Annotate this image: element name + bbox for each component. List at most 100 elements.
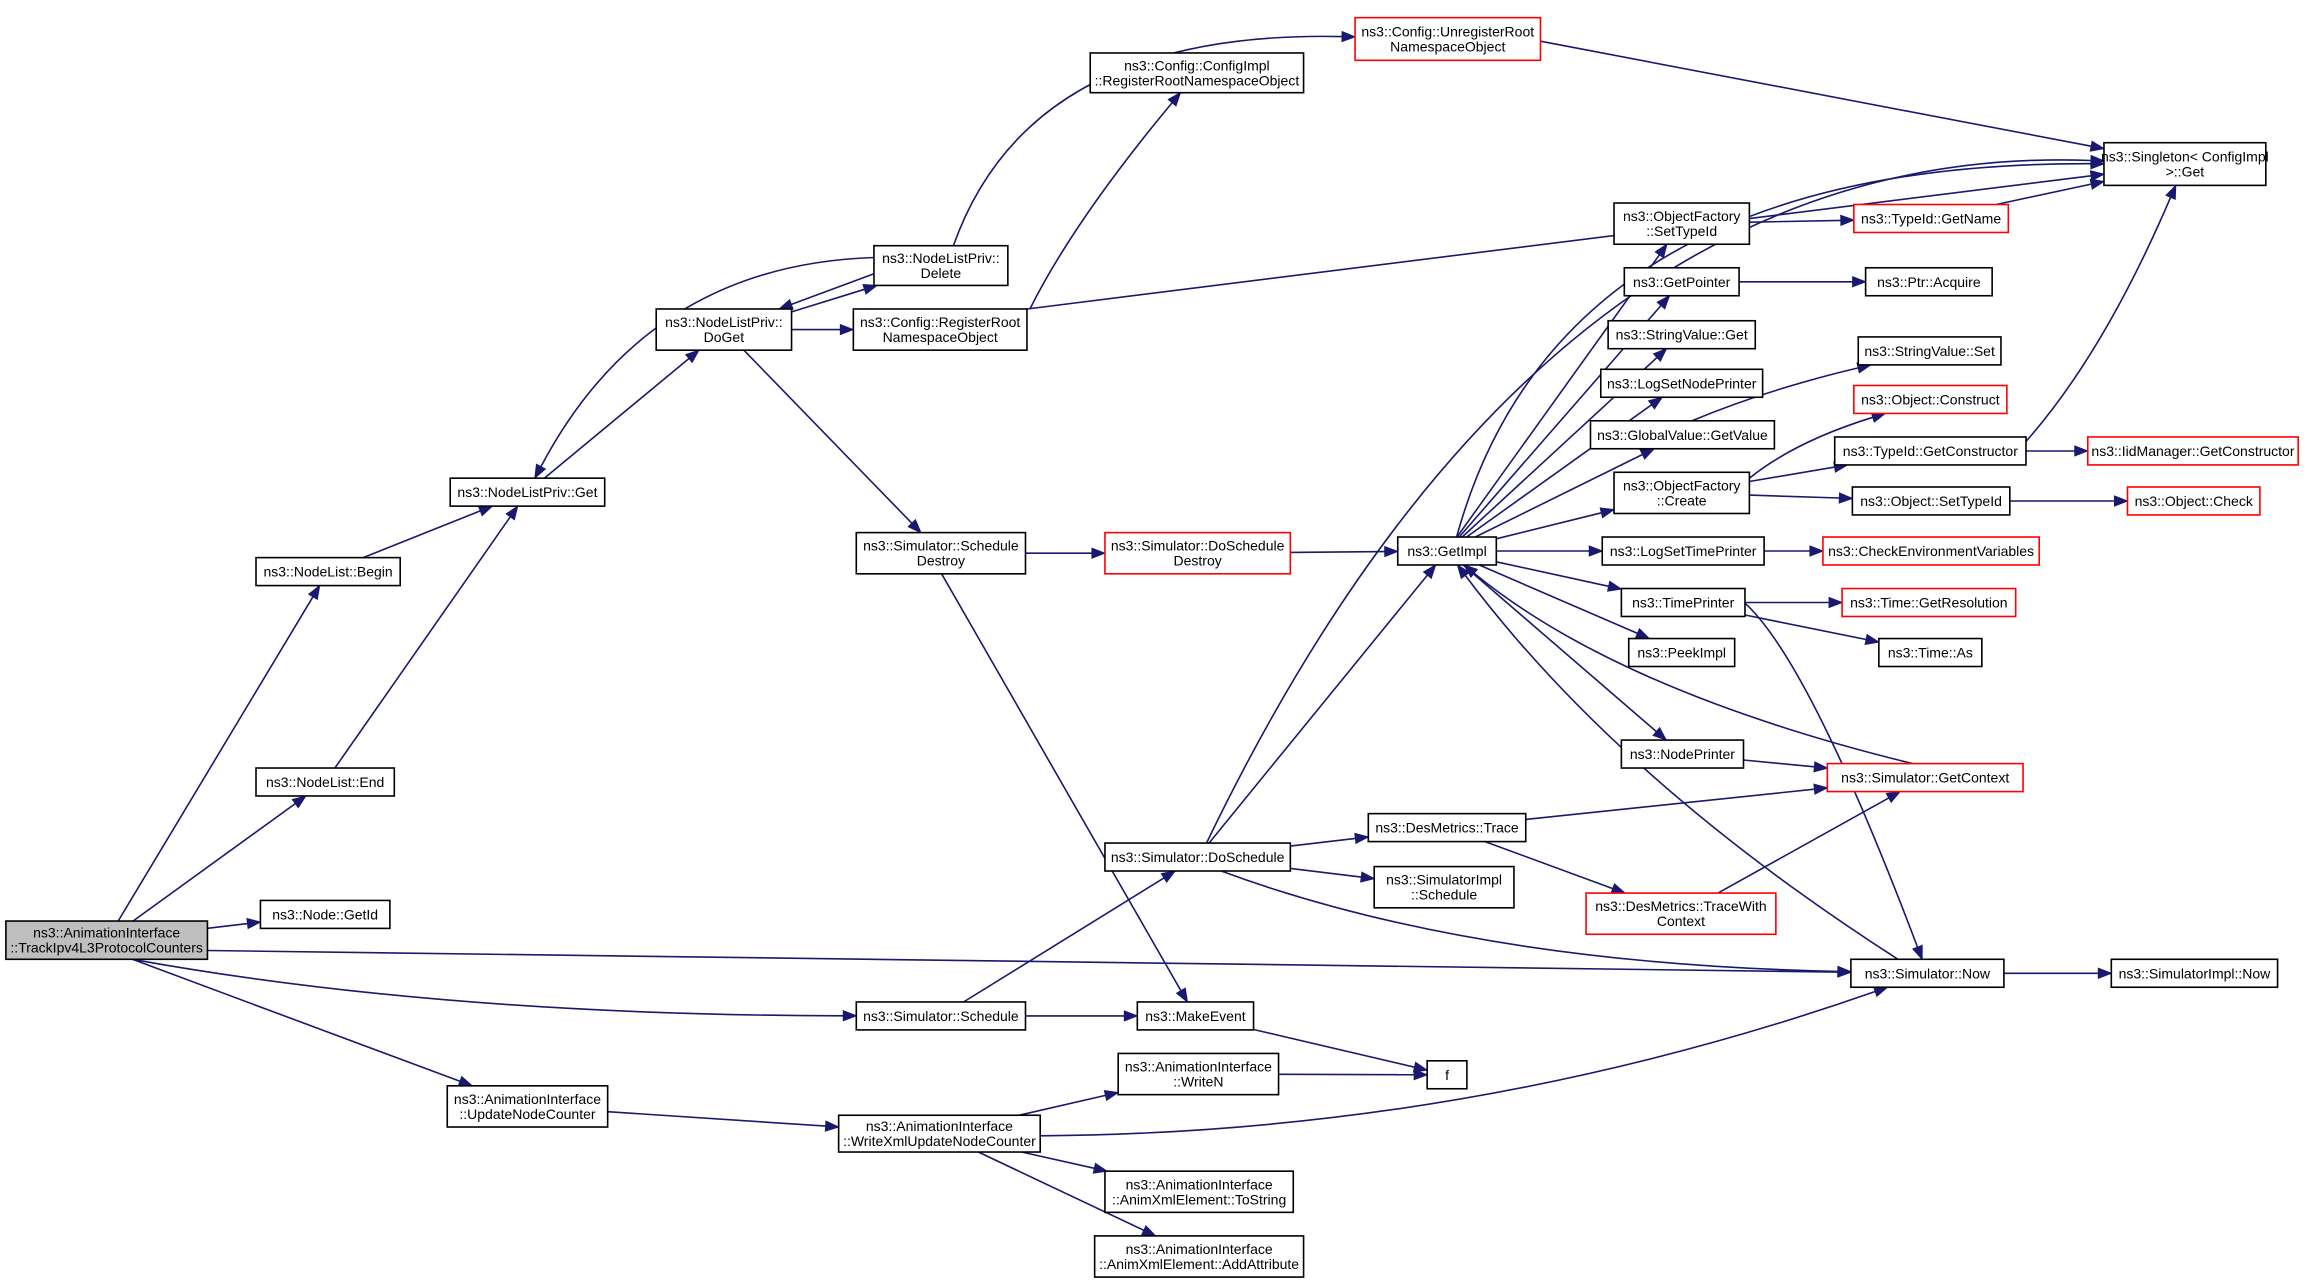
arrowhead-icon — [2165, 184, 2177, 201]
arrowhead-icon — [777, 298, 794, 310]
arrowhead-icon — [1606, 580, 1623, 592]
node-box — [1613, 202, 1751, 246]
node-box — [1853, 384, 2008, 415]
arrowhead-icon — [2114, 495, 2129, 507]
arrowhead-icon — [2090, 154, 2106, 167]
call-edge-ai_writexmlupdatenodecounter-to-ai_writen — [1019, 1089, 1120, 1116]
node-box — [1822, 536, 2041, 566]
node-sim-getcontext[interactable]: ns3::Simulator::GetContext — [1826, 762, 2024, 793]
node-box — [1601, 536, 1765, 566]
call-edge-cfg_unreg-to-singleton_get — [1540, 40, 2106, 152]
node-node-getid[interactable]: ns3::Node::GetId — [259, 899, 391, 930]
node-nl-end[interactable]: ns3::NodeList::End — [255, 767, 396, 797]
node-cfgimpl-reg[interactable]: ns3::Config::ConfigImpl::RegisterRootNam… — [1089, 52, 1305, 94]
node-ai-tostring[interactable]: ns3::AnimationInterface::AnimXmlElement:… — [1104, 1170, 1295, 1214]
node-label: ns3::NodeListPriv:: — [882, 250, 1000, 266]
node-logsettimeprinter[interactable]: ns3::LogSetTimePrinter — [1601, 536, 1765, 566]
node-object-construct[interactable]: ns3::Object::Construct — [1853, 384, 2008, 415]
node-of-settypeid[interactable]: ns3::ObjectFactory::SetTypeId — [1613, 202, 1751, 246]
node-logsetnodeprinter[interactable]: ns3::LogSetNodePrinter — [1599, 368, 1764, 399]
node-box — [1373, 865, 1515, 909]
node-label: ns3::Ptr::Acquire — [1877, 274, 1981, 290]
node-time-getresolution[interactable]: ns3::Time::GetResolution — [1841, 587, 2017, 618]
node-of-create[interactable]: ns3::ObjectFactory::Create — [1613, 471, 1751, 515]
call-edge-getimpl-to-peekimpl — [1478, 564, 1651, 640]
node-box — [855, 1001, 1027, 1031]
node-box — [1589, 419, 1776, 450]
node-getpointer[interactable]: ns3::GetPointer — [1623, 266, 1740, 297]
node-peekimpl[interactable]: ns3::PeekImpl — [1627, 637, 1736, 668]
node-ai-addattribute[interactable]: ns3::AnimationInterface::AnimXmlElement:… — [1093, 1235, 1305, 1278]
node-box — [1136, 1001, 1255, 1031]
node-checkenvvars[interactable]: ns3::CheckEnvironmentVariables — [1822, 536, 2041, 566]
node-object-settypeid[interactable]: ns3::Object::SetTypeId — [1851, 486, 2011, 516]
node-nlp-delete[interactable]: ns3::NodeListPriv::Delete — [873, 244, 1009, 287]
call-edge-getimpl-to-timeprinter — [1496, 561, 1623, 592]
node-label: ns3::NodeList::Begin — [263, 564, 392, 580]
node-iidmanager-getconstructor[interactable]: ns3::IidManager::GetConstructor — [2086, 436, 2299, 466]
node-strval-get[interactable]: ns3::StringValue::Get — [1607, 319, 1757, 350]
node-ai-writen[interactable]: ns3::AnimationInterface::WriteN — [1117, 1052, 1280, 1096]
arrowhead-icon — [1809, 545, 1825, 557]
node-desmetrics-trace[interactable]: ns3::DesMetrics::Trace — [1367, 812, 1527, 843]
node-label: ::Schedule — [1411, 887, 1477, 903]
node-label: ::SetTypeId — [1646, 223, 1717, 239]
call-edge-cfg_regroot-to-singleton_get — [1026, 170, 2106, 310]
node-nlp-get[interactable]: ns3::NodeListPriv::Get — [449, 477, 606, 507]
node-simimpl-schedule[interactable]: ns3::SimulatorImpl::Schedule — [1373, 865, 1515, 909]
node-box — [446, 1085, 609, 1128]
node-root[interactable]: ns3::AnimationInterface::TrackIpv4L3Prot… — [5, 920, 209, 961]
node-label: ns3::Object::SetTypeId — [1860, 493, 2002, 509]
node-getimpl[interactable]: ns3::GetImpl — [1396, 536, 1498, 566]
arrowhead-icon — [1852, 276, 1868, 288]
node-ptr-acquire[interactable]: ns3::Ptr::Acquire — [1864, 266, 1993, 297]
node-simimpl-now[interactable]: ns3::SimulatorImpl::Now — [2110, 958, 2279, 989]
node-box — [1623, 266, 1740, 297]
arrowhead-icon — [534, 463, 547, 480]
node-typeid-getname[interactable]: ns3::TypeId::GetName — [1853, 203, 2010, 234]
node-object-check[interactable]: ns3::Object::Check — [2126, 486, 2261, 516]
arrowhead-icon — [2074, 445, 2090, 457]
node-time-as[interactable]: ns3::Time::As — [1878, 637, 1983, 668]
call-edge-object_settypeid-to-object_check — [2009, 495, 2129, 507]
node-box — [259, 899, 391, 930]
node-nlp-doget[interactable]: ns3::NodeListPriv::DoGet — [655, 308, 793, 351]
node-typeid-getconstructor[interactable]: ns3::TypeId::GetConstructor — [1833, 436, 2027, 466]
node-cfg-unreg[interactable]: ns3::Config::UnregisterRootNamespaceObje… — [1354, 16, 1542, 62]
arrowhead-icon — [477, 505, 494, 517]
node-sim-now[interactable]: ns3::Simulator::Now — [1850, 958, 2005, 989]
node-label: NamespaceObject — [883, 329, 998, 345]
node-ai-writexmlupdatenodecounter[interactable]: ns3::AnimationInterface::WriteXmlUpdateN… — [837, 1114, 1042, 1153]
arrowhead-icon — [1864, 633, 1881, 646]
node-box — [1620, 739, 1745, 769]
node-label: ns3::NodeListPriv:: — [665, 314, 783, 330]
call-edge-logsettimeprinter-to-checkenvvars — [1764, 545, 1825, 557]
node-timeprinter[interactable]: ns3::TimePrinter — [1620, 587, 1746, 618]
node-label: Destroy — [1174, 553, 1222, 569]
node-ai-updatenodecounter[interactable]: ns3::AnimationInterface::UpdateNodeCount… — [446, 1085, 609, 1128]
node-sim-schedule[interactable]: ns3::Simulator::Schedule — [855, 1001, 1027, 1031]
call-edge-sim_doschedule_destroy-to-getimpl — [1290, 545, 1400, 558]
node-label: f — [1445, 1067, 1449, 1083]
call-edge-getimpl-to-of_settypeid — [1456, 243, 1668, 538]
node-sim-doschedule[interactable]: ns3::Simulator::DoSchedule — [1104, 842, 1292, 872]
node-singleton-get[interactable]: ns3::Singleton< ConfigImpl>::Get — [2101, 141, 2269, 187]
node-cfg-regroot[interactable]: ns3::Config::RegisterRootNamespaceObject — [852, 308, 1028, 351]
node-globalvalue-getvalue[interactable]: ns3::GlobalValue::GetValue — [1589, 419, 1776, 450]
arrowhead-icon — [1103, 1089, 1120, 1102]
node-makeevent[interactable]: ns3::MakeEvent — [1136, 1001, 1255, 1031]
call-edge-nl_end-to-nlp_get — [334, 504, 519, 769]
node-f[interactable]: f — [1426, 1060, 1468, 1090]
node-nodeprinter[interactable]: ns3::NodePrinter — [1620, 739, 1745, 769]
call-edge-ai_writexmlupdatenodecounter-to-sim_now — [1040, 986, 1889, 1137]
node-strval-set[interactable]: ns3::StringValue::Set — [1857, 336, 2002, 366]
call-edge-typeid_getconstructor-to-singleton_get — [2025, 184, 2177, 442]
node-box — [449, 477, 606, 507]
node-box — [852, 308, 1028, 351]
arrowhead-icon — [1813, 761, 1829, 773]
node-nl-begin[interactable]: ns3::NodeList::Begin — [255, 556, 401, 587]
arrowhead-icon — [1840, 214, 1856, 227]
